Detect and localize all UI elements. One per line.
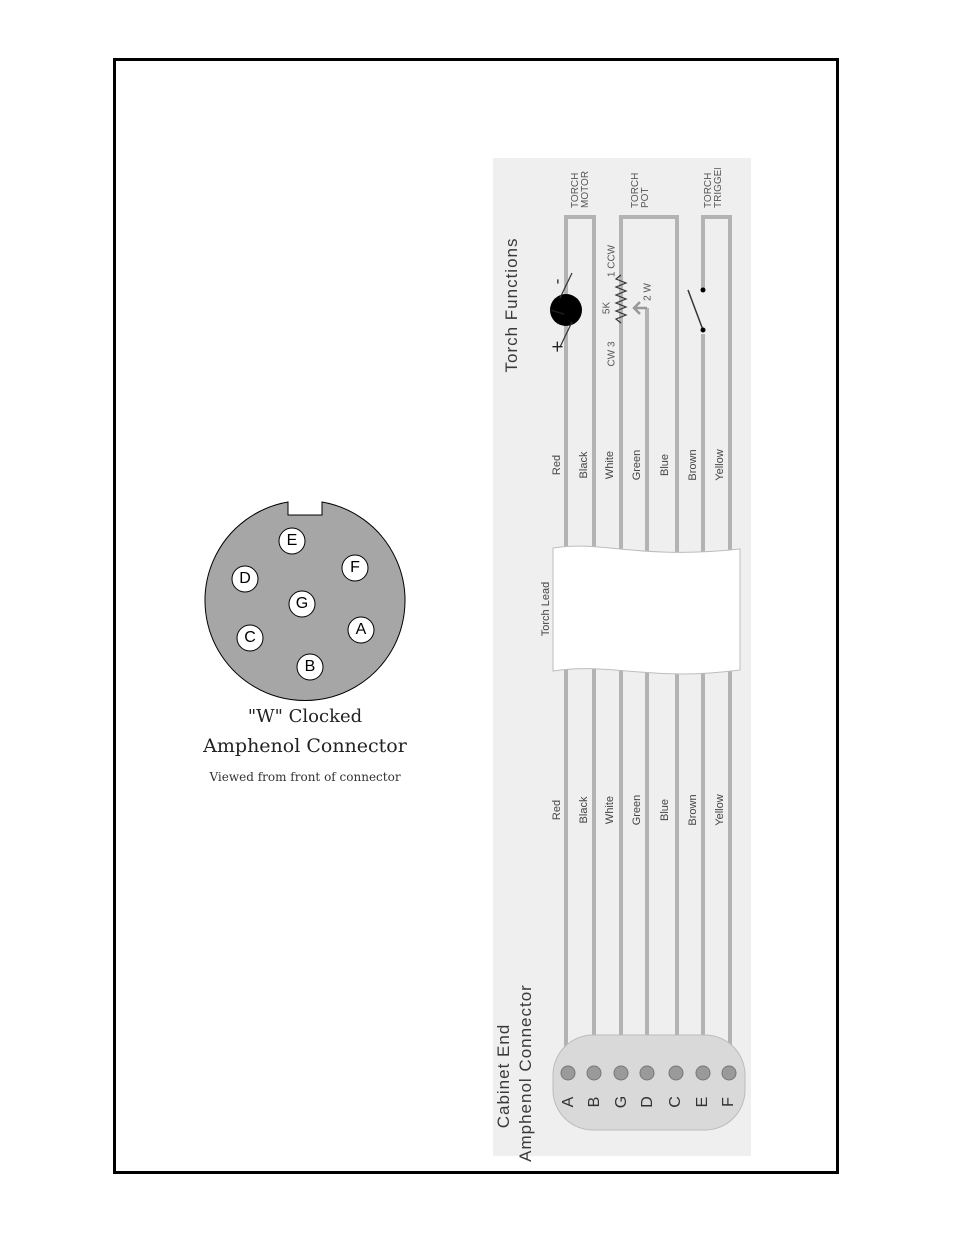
group-label-torch-motor: TORCH MOTOR bbox=[570, 170, 591, 208]
pot-cw-label: CW 3 bbox=[606, 341, 618, 367]
pin-label-a: A bbox=[355, 621, 367, 638]
cabinet-pin-letter: G bbox=[613, 1095, 630, 1109]
pin-label-f: F bbox=[350, 559, 360, 576]
cabinet-wire-label: Blue bbox=[659, 798, 671, 822]
group-label-torch-pot: TORCH POT bbox=[630, 172, 651, 208]
cabinet-wire-label: Black bbox=[578, 796, 590, 824]
torch-wire-label: Blue bbox=[659, 453, 671, 477]
cabinet-end-title-line2: Amphenol Connector bbox=[516, 984, 535, 1162]
torch-lead-sleeve bbox=[552, 545, 741, 675]
cabinet-wire-label: White bbox=[604, 795, 616, 825]
page-frame bbox=[113, 58, 839, 1174]
cabinet-wire-label: Red bbox=[551, 799, 563, 821]
pin-f-hole bbox=[341, 554, 369, 582]
trigger-switch-icon bbox=[687, 289, 704, 331]
amphenol-connector-front-view bbox=[204, 501, 406, 702]
pin-c-hole bbox=[236, 624, 264, 652]
pin-a-hole bbox=[347, 616, 375, 644]
cabinet-wire-label: Green bbox=[631, 794, 643, 826]
connector-caption-line3: Viewed from front of connector bbox=[209, 770, 401, 784]
cabinet-connector-body bbox=[552, 1034, 746, 1131]
pin-label-d: D bbox=[239, 570, 251, 587]
torch-functions-title: Torch Functions bbox=[502, 237, 521, 373]
cabinet-pin-letter: B bbox=[586, 1096, 603, 1108]
cabinet-pin-letter: D bbox=[639, 1096, 656, 1108]
pin-label-e: E bbox=[286, 532, 298, 549]
pin-b-hole bbox=[296, 653, 324, 681]
group-label-torch-trigger: TORCH TRIGGER bbox=[704, 168, 724, 208]
pin-e-hole bbox=[278, 527, 306, 555]
pot-wiper-label: 2 W bbox=[642, 283, 654, 301]
torch-lead-label: Torch Lead bbox=[540, 581, 552, 637]
cabinet-pin-letter: C bbox=[667, 1096, 684, 1108]
connector-caption-line1: "W" Clocked bbox=[247, 706, 363, 727]
torch-wire-label: Green bbox=[631, 449, 643, 481]
motor-symbol-icon bbox=[550, 294, 582, 326]
connector-caption-line2: Amphenol Connector bbox=[203, 735, 407, 757]
pin-g-hole bbox=[288, 590, 316, 618]
pin-label-c: C bbox=[244, 629, 256, 646]
pot-value-label: 5K bbox=[601, 301, 613, 315]
pin-d-hole bbox=[231, 565, 259, 593]
motor-polarity-label: + / - bbox=[547, 268, 567, 354]
pin-label-g: G bbox=[295, 595, 309, 612]
cabinet-wire-label: Yellow bbox=[714, 794, 726, 826]
pin-label-b: B bbox=[304, 658, 316, 675]
cabinet-wire-label: Brown bbox=[687, 794, 699, 826]
cabinet-pin-letter: F bbox=[720, 1097, 737, 1107]
torch-wire-label: Brown bbox=[687, 449, 699, 481]
cabinet-pin-letter: A bbox=[560, 1096, 577, 1108]
cabinet-pin-letter: E bbox=[694, 1096, 711, 1108]
torch-wire-label: White bbox=[604, 450, 616, 480]
torch-wire-label: Yellow bbox=[714, 449, 726, 481]
cabinet-end-title-line1: Cabinet End bbox=[494, 1023, 513, 1129]
pot-ccw-label: 1 CCW bbox=[606, 244, 618, 278]
potentiometer-icon bbox=[614, 274, 628, 324]
torch-wire-label: Black bbox=[578, 451, 590, 479]
torch-wire-label: Red bbox=[551, 454, 563, 476]
